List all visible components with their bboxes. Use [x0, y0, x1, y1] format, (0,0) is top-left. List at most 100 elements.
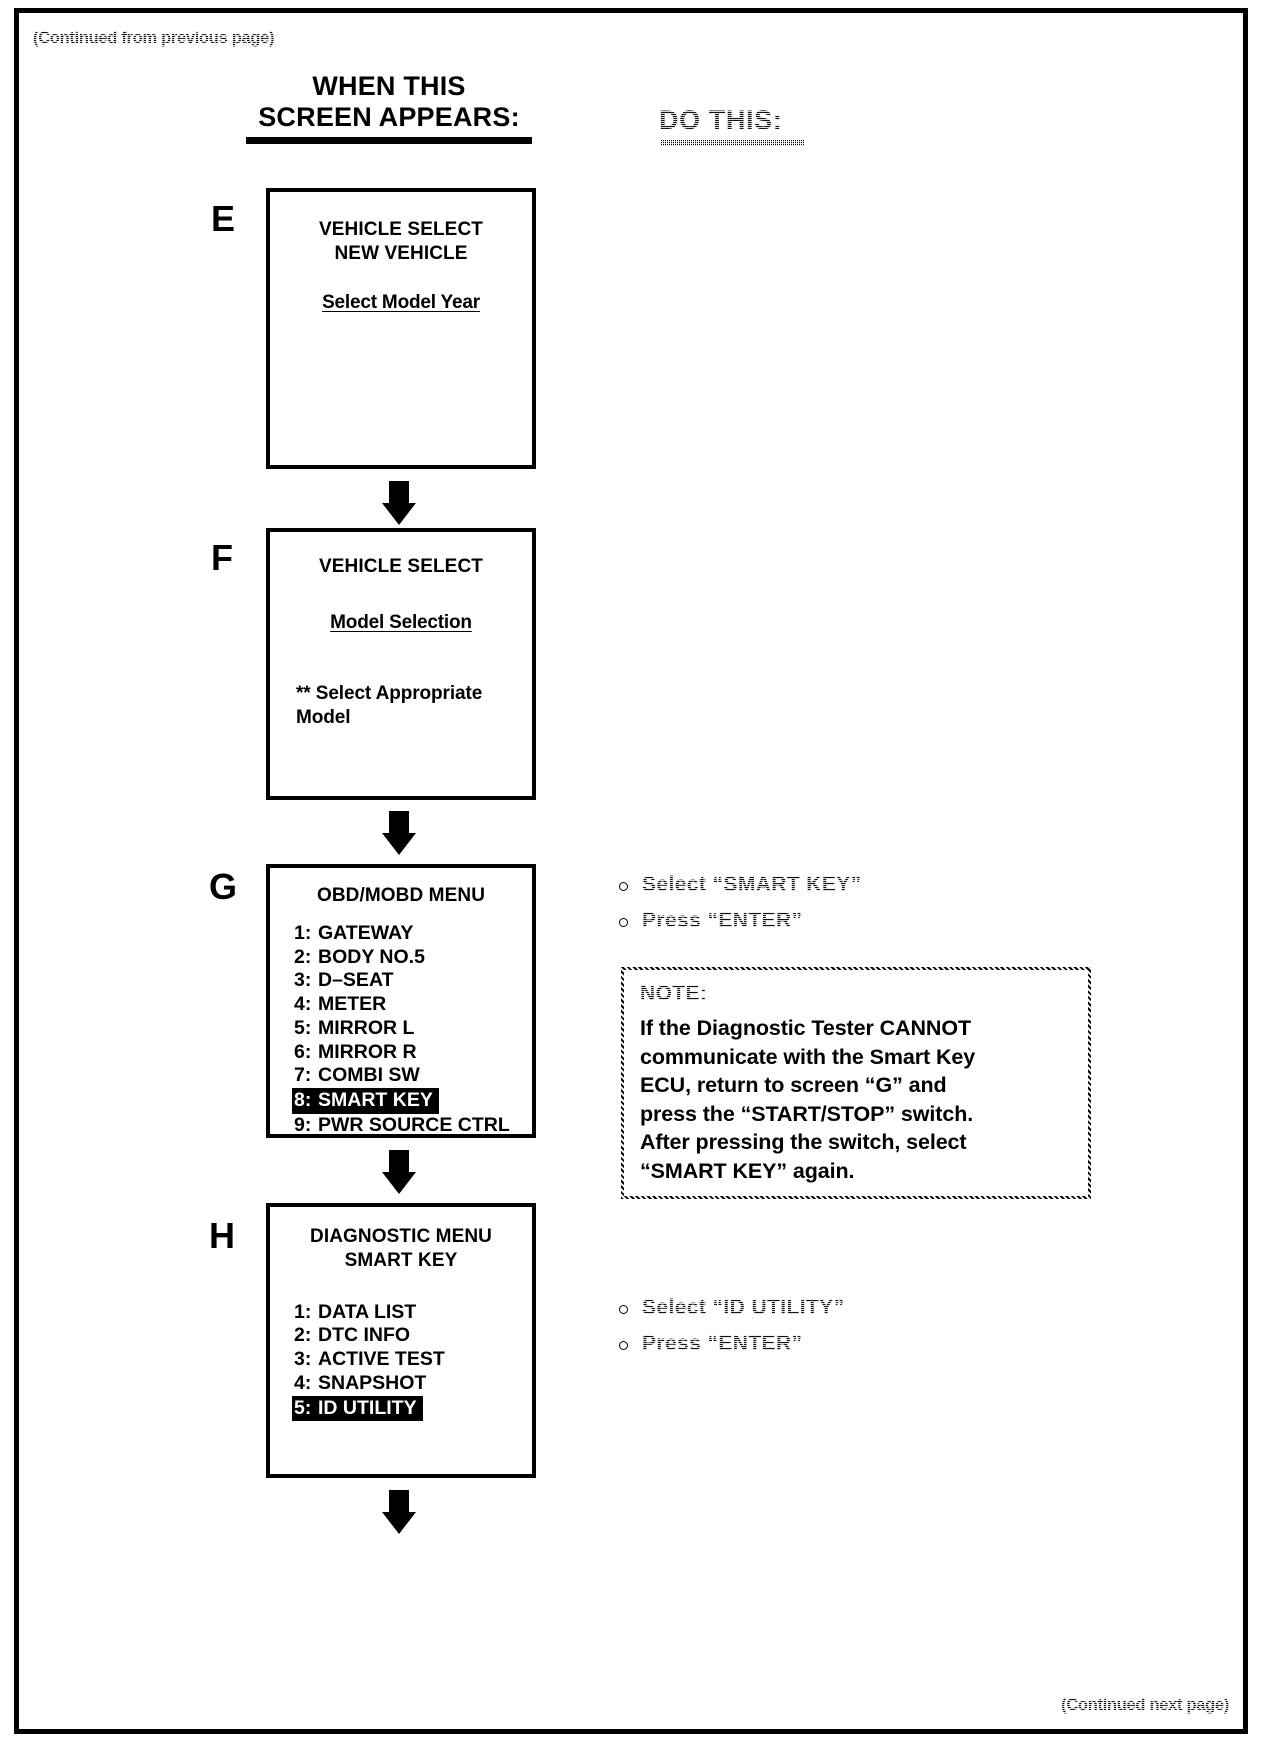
menu-item-label: COMBI SW — [318, 1064, 420, 1087]
note-line2: communicate with the Smart Key — [640, 1044, 976, 1069]
continued-next-text: (Continued next page) — [1061, 1696, 1229, 1714]
action-h-1-text: Select “ID UTILITY” — [642, 1296, 845, 1319]
menu-item-number: 3: — [294, 1348, 312, 1371]
note-line3: ECU, return to screen “G” and — [640, 1073, 947, 1098]
menu-item[interactable]: 2:DTC INFO — [292, 1324, 532, 1348]
menu-item[interactable]: 6: MIRROR R — [292, 1041, 532, 1065]
menu-item[interactable]: 5: MIRROR L — [292, 1017, 532, 1041]
bullet-dot-icon — [619, 882, 628, 891]
header-right-text: DO THIS: — [659, 105, 783, 135]
screen-box-e: VEHICLE SELECT NEW VEHICLE Select Model … — [266, 188, 536, 469]
screen-g-title: OBD/MOBD MENU — [316, 885, 486, 906]
menu-item[interactable]: 9: PWR SOURCE CTRL — [292, 1114, 532, 1138]
note-line1: If the Diagnostic Tester CANNOT — [640, 1016, 971, 1040]
menu-item[interactable]: 7: COMBI SW — [292, 1064, 532, 1088]
continued-next-label: (Continued next page) — [1059, 1694, 1231, 1717]
header-left-line1: WHEN THIS — [312, 71, 466, 101]
step-letter-f: F — [211, 537, 233, 578]
menu-item-number: 3: — [294, 969, 312, 992]
menu-item[interactable]: 5: ID UTILITY — [292, 1395, 423, 1422]
menu-item-label: MIRROR L — [318, 1016, 415, 1039]
screen-box-f: VEHICLE SELECT Model Selection ** Select… — [266, 528, 536, 800]
menu-item-label: BODY NO.5 — [318, 945, 425, 968]
header-left-underline — [246, 136, 532, 144]
menu-item[interactable]: 1: DATA LIST — [292, 1301, 532, 1325]
screen-f-note-line2: Model — [296, 707, 351, 729]
menu-item-label: PWR SOURCE CTRL — [318, 1114, 510, 1136]
note-body: If the Diagnostic Tester CANNOT communic… — [640, 1014, 1072, 1186]
flow-arrow-f-to-g — [382, 811, 416, 855]
menu-item[interactable]: 3: D–SEAT — [292, 969, 532, 993]
continued-from-label: (Continued from previous page) — [30, 27, 277, 50]
note-line4: press the “START/STOP” switch. — [640, 1101, 974, 1126]
menu-item-label: D–SEAT — [318, 969, 394, 992]
step-letter-g: G — [209, 866, 238, 907]
screen-f-note: ** Select Appropriate Model — [296, 682, 532, 731]
page-content: (Continued from previous page) WHEN THIS… — [19, 13, 1243, 1729]
action-g-2-text: Press “ENTER” — [642, 909, 803, 932]
menu-item[interactable]: 8:SMART KEY — [292, 1088, 439, 1114]
screen-f-title-line1: VEHICLE SELECT — [319, 556, 483, 577]
screen-f-note-line1: ** Select Appropriate — [296, 682, 483, 704]
column-header-when-screen-appears: WHEN THIS SCREEN APPEARS: — [229, 71, 549, 144]
action-h-2: Press “ENTER” — [619, 1330, 844, 1358]
bullet-dot-icon — [619, 1305, 628, 1314]
screen-e-subtitle: Select Model Year — [322, 291, 480, 313]
flow-arrow-h-to-next — [382, 1490, 416, 1534]
screen-f-subtitle: Model Selection — [330, 611, 472, 633]
bullet-dot-icon — [619, 1341, 628, 1350]
column-header-do-this: DO THIS: — [657, 103, 807, 148]
action-g-1-text: Select “SMART KEY” — [642, 873, 862, 896]
action-h-2-text: Press “ENTER” — [642, 1332, 803, 1355]
menu-item-number: 4: — [294, 1371, 312, 1394]
menu-item-label: DATA LIST — [318, 1300, 417, 1323]
menu-list-g[interactable]: 1: GATEWAY 2: BODY NO.5 3: D–SEAT 4: METER 5: MIR… — [292, 922, 532, 1138]
page-frame: (Continued from previous page) WHEN THIS… — [14, 8, 1248, 1734]
menu-item[interactable]: 3:ACTIVE TEST — [292, 1348, 532, 1372]
menu-item-number: 6: — [294, 1040, 312, 1063]
screen-box-g: OBD/MOBD MENU 1: GATEWAY 2: BODY NO.5 3: D–SE… — [266, 864, 536, 1138]
screen-h-title-line2: SMART KEY — [344, 1249, 458, 1271]
actions-g: Select “SMART KEY” Press “ENTER” — [619, 871, 864, 945]
note-title-text: NOTE: — [640, 982, 708, 1005]
header-right-underline — [661, 140, 805, 146]
action-h-1: Select “ID UTILITY” — [619, 1294, 847, 1322]
menu-item-number: 7: — [294, 1064, 312, 1087]
menu-item[interactable]: 2: BODY NO.5 — [292, 946, 532, 970]
header-left-line2: SCREEN APPEARS: — [258, 102, 520, 133]
continued-from-text: (Continued from previous page) — [33, 29, 275, 47]
menu-item[interactable]: 4: SNAPSHOT — [292, 1372, 532, 1396]
menu-item-label: SNAPSHOT — [318, 1371, 427, 1394]
menu-item-label: MIRROR R — [318, 1040, 417, 1063]
flow-arrow-e-to-f — [382, 481, 416, 525]
menu-item[interactable]: 4: METER — [292, 993, 532, 1017]
note-title: NOTE: — [637, 980, 710, 1008]
menu-item-number: 2: — [294, 1324, 312, 1347]
action-g-2: Press “ENTER” — [619, 907, 862, 935]
menu-item-number: 2: — [294, 945, 312, 968]
step-letter-e: E — [211, 198, 236, 239]
note-line5: After pressing the switch, select — [640, 1130, 967, 1155]
menu-item-number: 9: — [294, 1114, 312, 1136]
menu-item-label: METER — [318, 993, 387, 1016]
menu-item-label: ID UTILITY — [318, 1396, 417, 1419]
note-line6: “SMART KEY” again. — [640, 1158, 855, 1183]
menu-item-number: 1: — [294, 1300, 312, 1323]
menu-item-number: 5: — [294, 1396, 312, 1419]
actions-h: Select “ID UTILITY” Press “ENTER” — [619, 1294, 847, 1368]
action-g-1: Select “SMART KEY” — [619, 871, 864, 899]
menu-item-label: GATEWAY — [318, 921, 414, 944]
screen-e-title-line2: NEW VEHICLE — [334, 242, 468, 264]
menu-item-number: 8: — [294, 1089, 312, 1112]
menu-item-number: 4: — [294, 993, 312, 1016]
note-box: NOTE: If the Diagnostic Tester CANNOT co… — [621, 967, 1091, 1199]
flow-arrow-g-to-h — [382, 1150, 416, 1194]
menu-item-number: 5: — [294, 1016, 312, 1039]
step-letter-h: H — [209, 1215, 235, 1256]
menu-item[interactable]: 1: GATEWAY — [292, 922, 532, 946]
menu-item-number: 1: — [294, 921, 312, 944]
screen-h-title-line1: DIAGNOSTIC MENU — [310, 1226, 492, 1247]
screen-e-title-line1: VEHICLE SELECT — [319, 219, 483, 240]
